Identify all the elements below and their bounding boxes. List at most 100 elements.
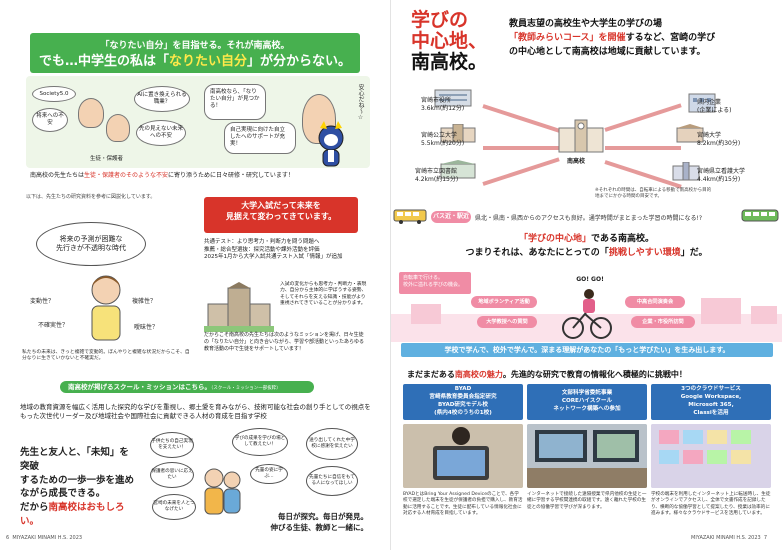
circle-note-6: 先輩たちに自信をもてる人になってほしい [306,466,358,496]
motto: 先生と友人と、「未知」を突破 するための一歩一歩を進め ながら成長できる。 だか… [20,446,138,529]
town-background [391,298,782,342]
arrow-miyadai [605,146,681,150]
card-core-photo [527,424,647,488]
university-building-icon [204,282,274,332]
pubuniv-building-icon [440,124,476,143]
arrow-library [482,157,560,186]
mission-label: 南高校が掲げるスクール・ミッションはこちら。（スクール・ミッション一部抜粋） [60,381,314,393]
loc-company-name: 県内企業 [697,99,722,106]
minami-school-icon [558,119,604,153]
train-icon [741,209,779,222]
student-figure [106,114,130,142]
motto-line4: だから南高校はおもしろい。 [20,501,138,529]
label-variability: 変動性？ [30,298,55,305]
card-core: 文部科学省委託事業 COREハイスクール ネットワーク構築への参加 インターネッ… [527,384,647,511]
circle-note-2: 学びの成果を学びの場として教えたい！ [232,428,288,456]
bubble-future: 将来への不安 [32,108,68,132]
parent-label: 生徒・保護者 [90,156,124,162]
card-byad: BYAD 宮崎県教育委員会指定研究 BYAD研究モデル校 (県内4校のうちの1校… [403,384,523,517]
hub-msg-line2-pre: つまりそれは、あなたにとっての「 [465,247,609,258]
circle-note-3: 送り出してくれた中学校に感謝を伝えたい [306,428,358,460]
mission-label-text: 南高校が掲げるスクール・ミッションはこちら。 [68,383,211,391]
hub-message: 「学びの中心地」である南高校。 つまりそれは、あなたにとっての「挑戦しやすい環境… [391,233,782,260]
card-byad-head: BYAD 宮崎県教育委員会指定研究 BYAD研究モデル校 (県内4校のうちの1校… [403,384,523,420]
mission-text: 地域の教育資源を幅広く活用した探究的な学びを重視し、郷土愛を育みながら、技術可能… [20,403,371,421]
card-cloud-text: 学校の端末を利用したインターネット上に転送時し、生徒がオンラインでアクセスし、全… [651,492,771,516]
teacher-group-icon [204,468,241,515]
go-label: GO! GO! [576,276,604,283]
remote-class-photo-icon [527,424,647,488]
mascot-icon [318,121,344,167]
loc-miyadai-name: 宮崎大学 [697,132,722,139]
nursing-building-icon [672,162,700,181]
bubble-ai: AIに置き換えられる職業？ [134,86,190,112]
blue-banner: 学校で学んで、校外で学んで。深まる理解があなたの「もっと学びたい」を生み出します… [401,343,773,357]
motto-line4-red: 南高校はおもしろい。 [20,502,125,527]
card-core-head: 文部科学省委託事業 COREハイスクール ネットワーク構築への参加 [527,384,647,420]
uncertainty-bubble: 将来の予測が困難な 先行きが不透明な時代 [36,222,146,266]
title-line1: 学びの [411,10,531,31]
loc-company: 県内企業(企業による) [697,99,732,115]
label-complexity: 複雑性？ [132,298,157,305]
subnote: 以下は、先生たちの研究資料を参考に図説化しています。 [26,194,156,200]
footer-school-left: MIYAZAKI MINAMI H.S. 2023 [12,535,83,541]
footer-left: 6 MIYAZAKI MINAMI H.S. 2023 [6,535,82,541]
chip-professor: 大学教授への質問 [477,316,537,328]
headline-line2-red: 「教師みらいコース」を開催 [509,32,626,43]
intro-post: に寄り添うために日々研修・研究しています！ [168,172,294,179]
intro-text: 南高校の先生たちは生徒・保護者のそのような不安に寄り添うために日々研修・研究して… [30,172,366,180]
title-line2-text: 中心地、 [411,29,488,52]
left-page: 「なりたい自分」を目指せる。それが南高校。 でも…中学生の私は「なりたい自分」が… [6,0,391,550]
circle-note-4: 保護者の思いに応えたい [150,462,194,488]
bus-pill: バス近・駅近 [431,211,471,223]
side-vertical-note: 安心だね〜☆ [357,84,364,121]
chip-visit: 企業・市役所訪問 [631,316,695,328]
headline-line2: 「教師みらいコース」を開催するなど、宮崎の学び [509,32,775,46]
title-line2: 中心地、 [411,29,531,52]
thinking-student-icon [91,275,121,341]
footer-page-left: 6 [6,535,10,541]
arrow-company [604,103,682,132]
circle-note-7: 宮崎の未来を人とつなげたい [152,494,196,520]
charm-red: 南高校の魅力 [454,370,503,379]
teacher-speech: 南高校なら、「なりたい自分」が見つかる！ [204,84,266,120]
label-ambiguity: 曖昧性？ [134,324,159,331]
support-speech: 自己実現に向けた自立したへのサポートが充実！ [224,122,296,154]
map-note: ※それぞれの時間は、自転車による移動で南高校から目的地までにかかる時間の目安です… [595,188,712,200]
charm-post: 。先進的な研究で教育の情報化へ積極的に挑戦中！ [502,370,687,379]
loc-library-dist: 4.2km(約15分) [415,175,459,183]
card-core-text: インターネットで接続した遠隔授業で県内他校の生徒と一緒に学習する学校間連携の取組… [527,492,647,510]
headline-line3: の中心地として南高校は地域に貢献しています。 [509,46,706,57]
bubble-society: Society5.0 [32,86,76,102]
company-building-icon [688,93,716,113]
hero-line1: 「なりたい自分」を目指せる。それが南高校。 [100,41,290,51]
parent-figure [78,98,104,128]
hero-line2-pre: でも…中学生の私は「 [38,54,169,69]
hub-msg-line1-red: 「学びの中心地」 [519,234,592,244]
loc-miyadai-dist: 8.2km(約30分) [697,139,741,147]
card-cloud-photo [651,424,771,488]
motto-line1: 先生と友人と、「未知」を突破 [20,447,129,472]
card-byad-text: BYADとはBring Your Assigned Deviceのことで、各学校… [403,492,523,516]
exam-title: 大学入試だって未来を 見据えて変わってきています。 [204,197,358,233]
loc-pubuniv-dist: 5.5km(約20分) [421,139,465,147]
student-note: 私たちの未来は、きっと複雑で変動的。ぼんやりと複雑な状況だからこそ、自分なりに生… [22,350,190,362]
circle-note-1: 子供たちの自己実現を支えたい！ [150,432,194,458]
library-building-icon [440,160,476,179]
bubble-unclear: 先の見えない未来への不安 [136,120,186,146]
arrow-cityhall [482,104,560,133]
chip-concert: 中高合同演奏会 [625,296,685,308]
charm-pre: まだまだある [407,370,455,379]
motto-line2: するための一歩一歩を進め [20,474,135,486]
exam-bottom: だからこそ南高校の先生たちは次のようなミッションを掲げ、日々生徒の「なりたい自分… [204,332,365,352]
intro-pre: 南高校の先生たちは [30,172,85,179]
loc-cityhall-name: 宮崎市役所 [421,97,452,104]
hero-line2-highlight: なりたい自分 [168,54,247,69]
miyadai-building-icon [676,124,704,143]
bus-band: バス近・駅近 県北・県南・県西からのアクセスも良好。通学時間がまとまった学習の時… [391,206,782,228]
worry-scene: Society5.0 将来への不安 AIに置き換えられる職業？ 先の見えない未来… [26,76,370,168]
bus-text: 県北・県南・県西からのアクセスも良好。通学時間がまとまった学習の時間になる!? [475,215,703,222]
loc-company-dist: (企業による) [697,106,732,114]
